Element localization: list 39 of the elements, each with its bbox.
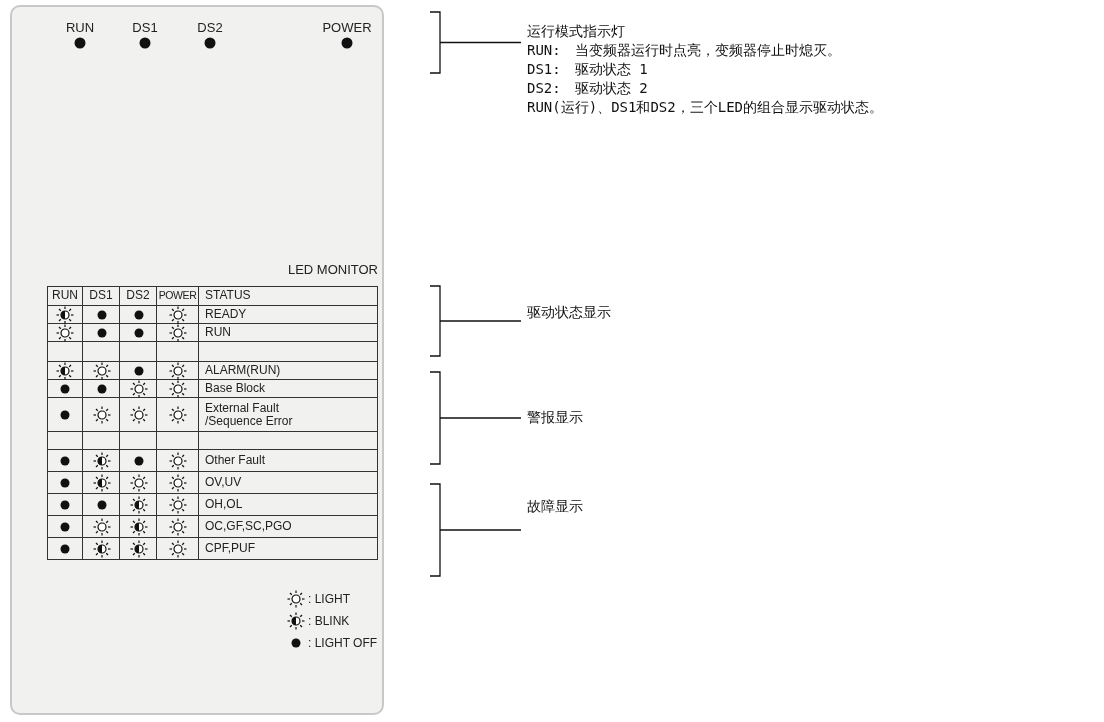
- callout-text: DS2: 驱动状态 2: [527, 79, 649, 98]
- bracket: [429, 483, 441, 577]
- status-text: ALARM(RUN): [205, 364, 282, 377]
- leader-line: [439, 529, 522, 531]
- leader-line: [439, 417, 522, 419]
- status-text: External Fault /Sequence Error: [205, 401, 294, 428]
- column-header: RUN: [52, 289, 78, 302]
- status-text: Other Fault: [205, 454, 267, 467]
- column-header: POWER: [158, 289, 197, 302]
- callout-text: RUN: 当变频器运行时点亮，变频器停止时熄灭。: [527, 41, 842, 60]
- panel-title: LED MONITOR: [287, 262, 378, 277]
- callout-heading: 运行模式指示灯: [527, 22, 626, 41]
- callout-heading: 驱动状态显示: [527, 303, 611, 322]
- legend-text: : BLINK: [308, 614, 350, 628]
- led-label: DS1: [131, 20, 159, 35]
- status-text: RUN: [205, 326, 232, 339]
- status-text: OH,OL: [205, 498, 244, 511]
- callout-heading: 警报显示: [527, 408, 583, 427]
- column-header: STATUS: [205, 289, 251, 302]
- callout-heading: 故障显示: [527, 497, 583, 516]
- status-text: OV,UV: [205, 476, 243, 489]
- bracket: [429, 371, 441, 465]
- callout-text: DS1: 驱动状态 1: [527, 60, 649, 79]
- legend-text: : LIGHT: [308, 592, 350, 606]
- column-header: DS2: [126, 289, 150, 302]
- led-label: RUN: [64, 20, 96, 35]
- led-label: DS2: [196, 20, 224, 35]
- led-label: POWER: [321, 20, 373, 35]
- bracket: [429, 285, 441, 357]
- status-text: READY: [205, 308, 248, 321]
- legend-text: : LIGHT OFF: [308, 636, 378, 650]
- leader-line: [439, 41, 522, 44]
- status-text: OC,GF,SC,PGO: [205, 520, 293, 533]
- column-header: DS1: [89, 289, 113, 302]
- bracket: [429, 11, 441, 74]
- callout-text: RUN(运行)、DS1和DS2，三个LED的组合显示驱动状态。: [527, 98, 883, 117]
- leader-line: [439, 320, 522, 322]
- status-text: Base Block: [205, 382, 267, 395]
- status-text: CPF,PUF: [205, 542, 256, 555]
